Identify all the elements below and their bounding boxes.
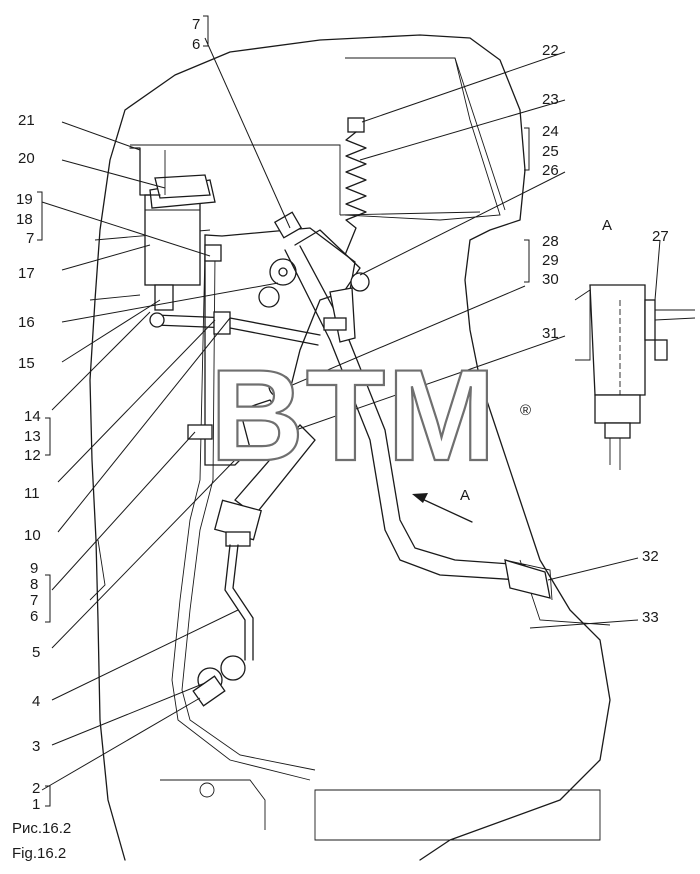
label-5: 5 [32,644,40,661]
label-33: 33 [642,609,659,626]
watermark: BTM ® [209,341,531,489]
label-7-mid: 7 [26,230,34,247]
label-22: 22 [542,42,559,59]
label-17: 17 [18,265,35,282]
label-arrow-a: A [460,487,470,504]
label-24: 24 [542,123,559,140]
figure-caption: Рис.16.2 Fig.16.2 [12,820,71,862]
view-arrow-a [412,493,473,523]
label-13: 13 [24,428,41,445]
cabin-panel-outline [89,34,611,861]
label-21: 21 [18,112,35,129]
label-view-a: A [602,217,612,234]
label-23: 23 [542,91,559,108]
pedal-arm [284,229,551,599]
watermark-registered-mark: ® [520,402,531,419]
label-10: 10 [24,527,41,544]
label-29: 29 [542,252,559,269]
label-15: 15 [18,355,35,372]
label-7-low: 7 [30,592,38,609]
label-26: 26 [542,162,559,179]
label-8: 8 [30,576,38,593]
leader-lines [37,15,661,807]
label-28: 28 [542,233,559,250]
label-14: 14 [24,408,41,425]
label-7-top: 7 [192,16,200,33]
caption-en: Fig.16.2 [12,845,66,862]
label-12: 12 [24,447,41,464]
label-1: 1 [32,796,40,813]
label-27: 27 [652,228,669,245]
label-11: 11 [24,485,40,502]
label-2: 2 [32,780,40,797]
label-30: 30 [542,271,559,288]
part-labels: 7 6 22 23 24 25 26 21 20 19 18 7 17 16 1… [16,16,669,813]
label-25: 25 [542,143,559,160]
fasteners [187,211,303,707]
label-9: 9 [30,560,38,577]
pedal-bracket [171,227,356,781]
watermark-text: BTM [210,342,498,488]
return-spring [327,117,367,263]
label-3: 3 [32,738,40,755]
label-6-low: 6 [30,608,38,625]
label-20: 20 [18,150,35,167]
label-31: 31 [542,325,559,342]
label-4: 4 [32,693,40,710]
label-32: 32 [642,548,659,565]
label-19: 19 [16,191,33,208]
label-18: 18 [16,211,33,228]
label-6-top: 6 [192,36,200,53]
label-16: 16 [18,314,35,331]
master-cylinder [129,147,216,311]
caption-ru: Рис.16.2 [12,820,71,837]
detail-view-a [574,284,696,470]
